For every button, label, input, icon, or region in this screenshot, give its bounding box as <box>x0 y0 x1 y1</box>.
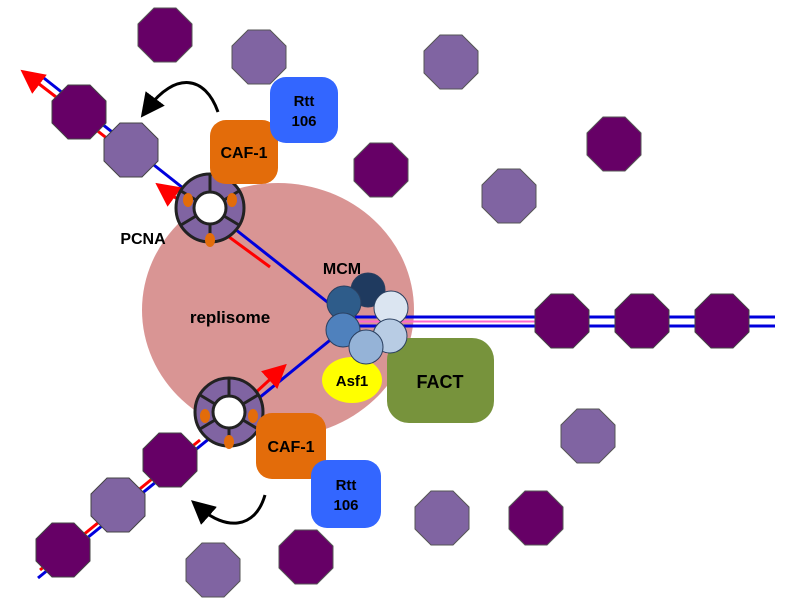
rtt106-box-bottom <box>311 460 381 528</box>
lower-new-nucleosomes <box>35 432 198 578</box>
deposition-arrow-top <box>140 81 220 118</box>
replisome-label: replisome <box>190 308 270 327</box>
histone-dark-lower <box>142 432 198 488</box>
rtt106-label-top-line2: 106 <box>291 113 316 130</box>
pcna-ring-bottom <box>193 376 265 449</box>
caf1-box-bottom <box>256 413 326 479</box>
histone-light-free <box>481 168 537 224</box>
histone-dark-free <box>137 7 193 63</box>
histone-dark-parental <box>614 293 670 349</box>
caf1-box-top <box>210 120 278 184</box>
histone-light-free <box>185 542 241 598</box>
histone-light-free <box>560 408 616 464</box>
histone-light-free <box>423 34 479 90</box>
pcna-ring-top <box>174 172 246 247</box>
rtt106-label-top-line1: Rtt <box>294 93 315 110</box>
fact-label: FACT <box>417 372 464 392</box>
parental-nucleosomes <box>534 293 750 349</box>
pcna-label: PCNA <box>120 231 166 248</box>
histone-dark-lower <box>35 522 91 578</box>
caf1-label-bottom: CAF-1 <box>267 439 314 456</box>
caf1-label-top: CAF-1 <box>220 145 267 162</box>
histone-light-free <box>414 490 470 546</box>
histone-light-upper <box>103 122 159 178</box>
histone-light-lower <box>90 477 146 533</box>
deposition-arrow-bottom <box>190 494 267 525</box>
mcm-subunit <box>348 329 384 365</box>
histone-dark-free <box>353 142 409 198</box>
histone-light-free <box>231 29 287 85</box>
rtt106-label-bottom-line1: Rtt <box>336 477 357 494</box>
histone-dark-parental <box>694 293 750 349</box>
histone-dark-parental <box>534 293 590 349</box>
asf1-oval <box>322 357 382 403</box>
rtt106-box-top <box>270 77 338 143</box>
histone-dark-upper <box>51 84 107 140</box>
upper-new-nucleosomes <box>51 84 159 178</box>
mcm-helicase <box>325 272 409 365</box>
asf1-label: Asf1 <box>336 373 369 390</box>
histone-dark-free <box>278 529 334 585</box>
histone-dark-free <box>508 490 564 546</box>
fact-box <box>387 338 494 423</box>
rtt106-label-bottom-line2: 106 <box>333 497 358 514</box>
histone-dark-free <box>586 116 642 172</box>
mcm-label: MCM <box>323 261 361 278</box>
